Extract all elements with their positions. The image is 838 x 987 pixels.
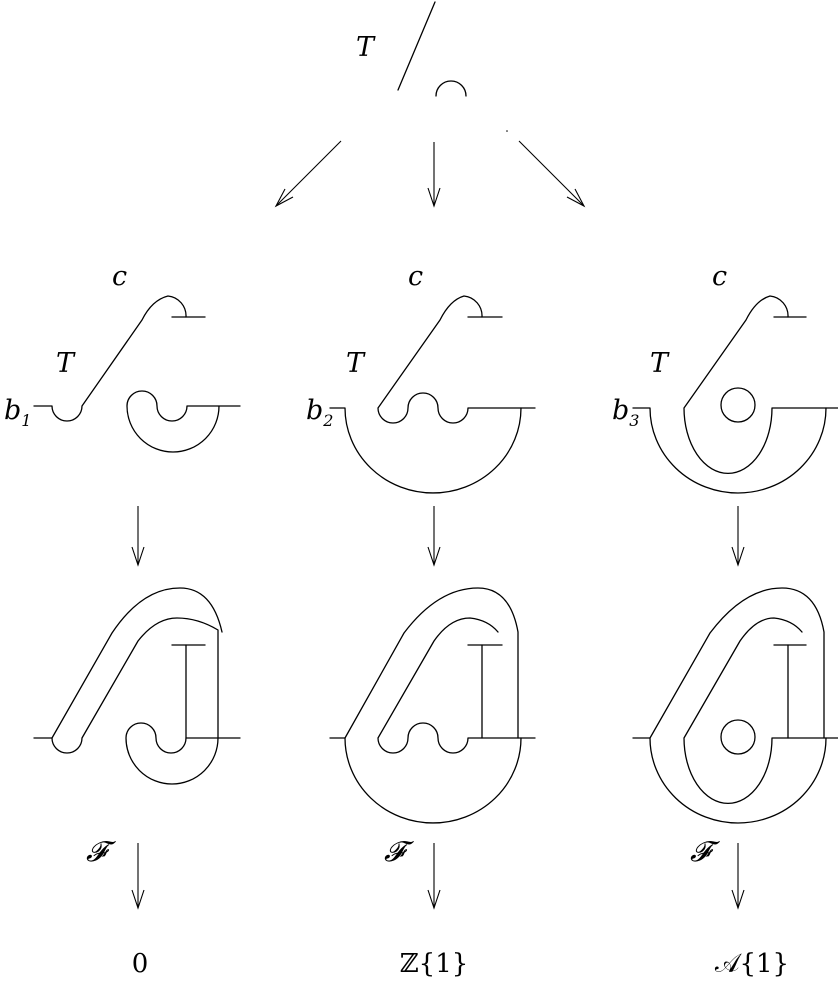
tangle-label-1: T: [56, 348, 76, 379]
arrow-mid-1: [131, 506, 145, 567]
arrow-mid-3: [731, 506, 745, 567]
stray-dot: [506, 130, 508, 132]
inner-strand-2: [377, 617, 522, 754]
bottom-arrows: 𝓕 𝓕 𝓕: [86, 835, 745, 910]
row2-col2-tangle: c T b2: [306, 261, 536, 494]
result-2: ℤ{1}: [400, 949, 469, 979]
top-tangle: T: [356, 1, 508, 132]
big-arc-2: [329, 407, 536, 494]
b-label-1: b1: [4, 395, 31, 430]
row3-col2-tangle: [329, 587, 536, 824]
inner-strand-3: [683, 617, 827, 804]
row3-col1-tangle: [33, 587, 241, 785]
arrow-top-middle: [427, 142, 441, 208]
functor-label-3: 𝓕: [690, 835, 720, 868]
circle-3: [720, 387, 756, 423]
functor-arrow-3: 𝓕: [690, 835, 745, 910]
result-1: 0: [132, 949, 149, 979]
functor-label-2: 𝓕: [384, 835, 414, 868]
inner-loop-1: [33, 617, 241, 785]
big-arc-3: [632, 407, 838, 494]
strand-3: [683, 295, 827, 474]
middle-arrows: [131, 506, 745, 567]
outer-strand-1: [51, 587, 223, 739]
b-label-3: b3: [612, 395, 639, 430]
top-strand: [397, 1, 436, 91]
circle-row3-3: [720, 719, 756, 755]
outer-strand-3: [649, 587, 825, 739]
results: 0 ℤ{1} 𝒜{1}: [132, 949, 789, 979]
arrow-top-left: [274, 140, 342, 208]
functor-label-1: 𝓕: [86, 835, 116, 868]
result-3: 𝒜{1}: [715, 949, 789, 979]
crossing-label-2: c: [408, 261, 423, 292]
top-tangle-label: T: [356, 32, 376, 63]
tangle-label-2: T: [346, 348, 366, 379]
b-label-2: b2: [306, 395, 333, 430]
strand-2: [377, 295, 522, 424]
crossing-label-1: c: [112, 261, 127, 292]
lower-loop-1: [126, 390, 241, 453]
crossing-label-3: c: [712, 261, 727, 292]
row3-col3-tangle: [632, 587, 838, 824]
row2-col1-tangle: c T b1: [4, 261, 241, 453]
big-arc-row3-2: [329, 737, 536, 824]
big-arc-row3-3: [632, 737, 838, 824]
top-arrows: [274, 140, 586, 208]
top-cap: [435, 80, 467, 97]
tangle-label-3: T: [650, 348, 670, 379]
row2-col3-tangle: c T b3: [612, 261, 838, 494]
arrow-mid-2: [427, 506, 441, 567]
arrow-top-right: [518, 140, 586, 208]
strand-1: [33, 295, 187, 422]
functor-arrow-2: 𝓕: [384, 835, 441, 910]
functor-arrow-1: 𝓕: [86, 835, 145, 910]
outer-strand-2: [344, 587, 519, 739]
